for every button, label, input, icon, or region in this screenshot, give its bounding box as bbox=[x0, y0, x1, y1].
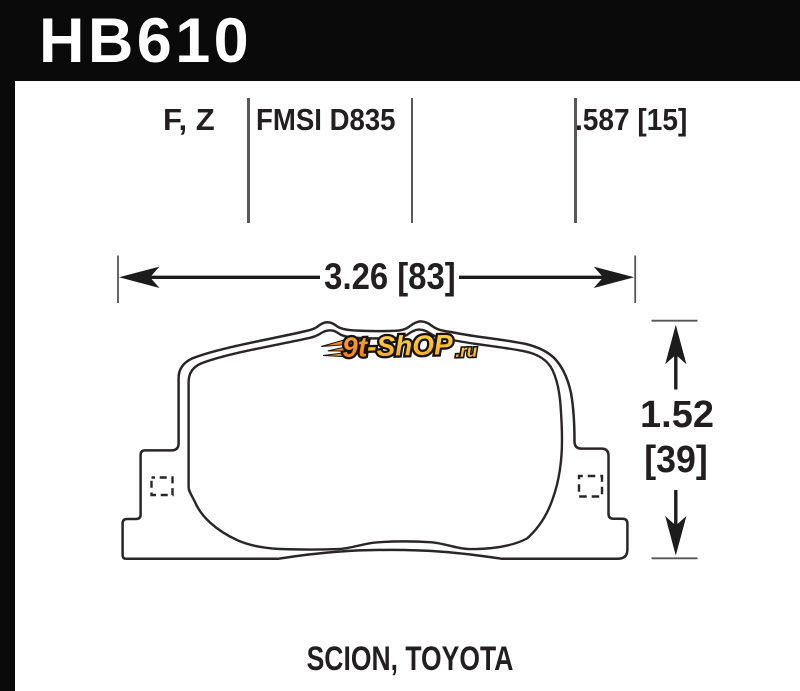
svg-text:.ru: .ru bbox=[455, 341, 478, 361]
svg-text:9t-ShOP: 9t-ShOP bbox=[342, 329, 454, 363]
